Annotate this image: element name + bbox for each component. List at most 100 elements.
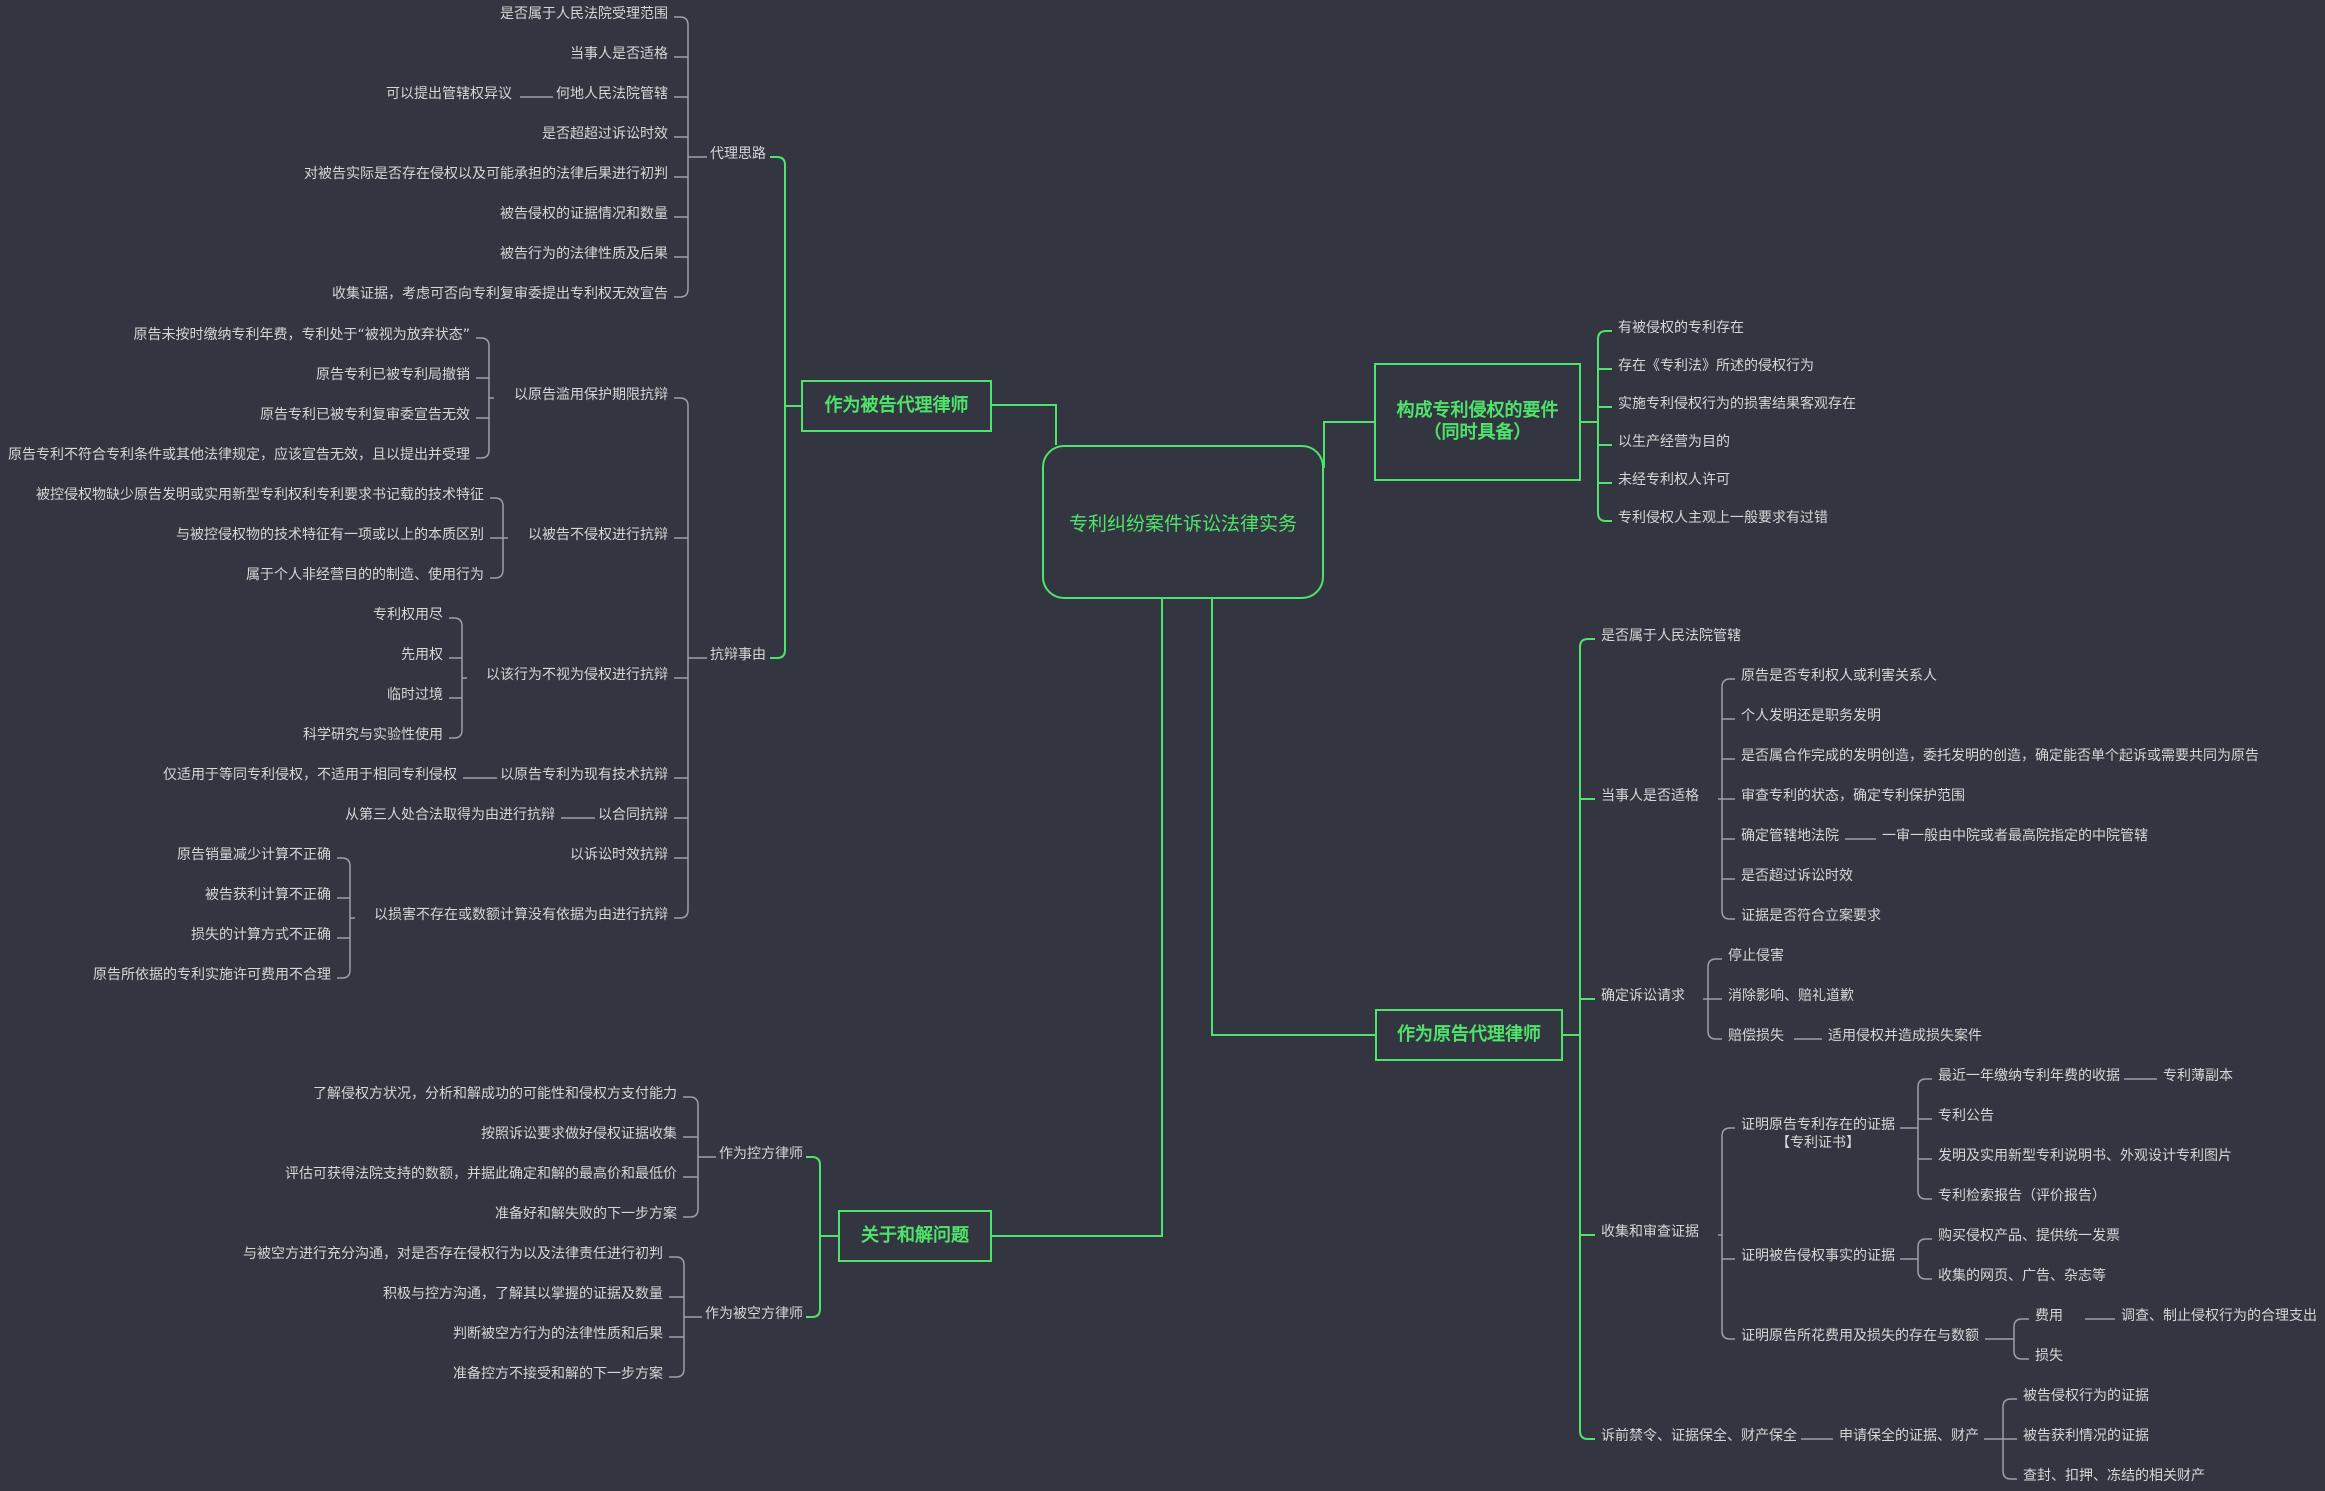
topic-agent-ideas[interactable]: 代理思路 [707,145,769,163]
topic-court[interactable]: 是否属于人民法院管辖 [1598,627,1744,645]
abuse-item[interactable]: 原告专利不符合专利条件或其他法律规定，应该宣告无效，且以提出并受理 [5,446,473,464]
party-item[interactable]: 原告是否专利权人或利害关系人 [1738,667,1940,685]
connector [674,397,689,407]
accuser-item[interactable]: 准备好和解失败的下一步方案 [492,1205,680,1223]
connector [1917,1238,1932,1248]
agent-idea-item[interactable]: 当事人是否适格 [567,45,671,63]
connector [683,1096,699,1106]
not-deemed-item[interactable]: 科学研究与实验性使用 [300,726,446,744]
connector [674,909,689,919]
accuser-item[interactable]: 按照诉讼要求做好侵权证据收集 [478,1125,680,1143]
accuser-item[interactable]: 评估可获得法院支持的数额，并据此确定和解的最高价和最低价 [282,1165,680,1183]
party-item[interactable]: 审查专利的状态，确定专利保护范围 [1738,787,1968,805]
topic-no-infringe[interactable]: 以被告不侵权进行抗辩 [525,526,671,544]
connector [2002,1470,2017,1480]
accused-item[interactable]: 积极与控方沟通，了解其以掌握的证据及数量 [380,1285,666,1303]
element-item[interactable]: 存在《专利法》所述的侵权行为 [1615,357,1817,375]
damages-item[interactable]: 原告销量减少计算不正确 [174,846,334,864]
party-item[interactable]: 是否属合作完成的发明创造，委托发明的创造，确定能否单个起诉或需要共同为原告 [1738,747,2262,765]
topic-defense-reasons[interactable]: 抗辩事由 [707,646,769,664]
no-infringe-item[interactable]: 被控侵权物缺少原告发明或实用新型专利权利专利要求书记载的技术特征 [33,486,487,504]
not-deemed-item[interactable]: 先用权 [398,646,446,664]
accused-item[interactable]: 与被空方进行充分沟通，对是否存在侵权行为以及法律责任进行初判 [240,1245,666,1263]
accuser-item[interactable]: 了解侵权方状况，分析和解成功的可能性和侵权方支付能力 [310,1085,680,1103]
party-court-sub[interactable]: 一审一般由中院或者最高院指定的中院管辖 [1879,827,2151,845]
claim-item[interactable]: 赔偿损失 [1725,1027,1787,1045]
evidence-cost[interactable]: 证明原告所花费用及损失的存在与数额 [1738,1327,1982,1345]
topic-not-deemed[interactable]: 以该行为不视为侵权进行抗辩 [483,666,671,684]
damages-item[interactable]: 原告所依据的专利实施许可费用不合理 [90,966,334,984]
topic-accused[interactable]: 作为被空方律师 [702,1305,806,1323]
party-item[interactable]: 证据是否符合立案要求 [1738,907,1884,925]
connector [490,497,504,507]
topic-accuser[interactable]: 作为控方律师 [716,1145,806,1163]
injunction-item[interactable]: 查封、扣押、冻结的相关财产 [2020,1467,2208,1485]
party-item[interactable]: 是否超过诉讼时效 [1738,867,1856,885]
abuse-item[interactable]: 原告未按时缴纳专利年费，专利处于“被视为放弃状态” [130,326,473,344]
agent-idea-item[interactable]: 是否属于人民法院受理范围 [497,5,671,23]
topic-claims[interactable]: 确定诉讼请求 [1598,987,1688,1005]
patent-receipt-sub[interactable]: 专利薄副本 [2160,1067,2236,1085]
accused-item[interactable]: 准备控方不接受和解的下一步方案 [450,1365,666,1383]
evidence-patent[interactable]: 证明原告专利存在的证据 【专利证书】 [1738,1116,1898,1152]
cost-item[interactable]: 费用 [2032,1307,2066,1325]
injunction-item[interactable]: 被告侵权行为的证据 [2020,1387,2152,1405]
no-infringe-item[interactable]: 属于个人非经营目的的制造、使用行为 [243,566,487,584]
element-item[interactable]: 实施专利侵权行为的损害结果客观存在 [1615,395,1859,413]
infringe-item[interactable]: 收集的网页、广告、杂志等 [1935,1267,2109,1285]
injunction-item[interactable]: 被告获利情况的证据 [2020,1427,2152,1445]
party-item[interactable]: 个人发明还是职务发明 [1738,707,1884,725]
patent-item[interactable]: 最近一年缴纳专利年费的收据 [1935,1067,2123,1085]
agent-idea-item[interactable]: 是否超超过诉讼时效 [539,125,671,143]
patent-item[interactable]: 专利公告 [1935,1107,1997,1125]
accused-item[interactable]: 判断被空方行为的法律性质和后果 [450,1325,666,1343]
agent-idea-item[interactable]: 何地人民法院管辖 [553,85,671,103]
agent-idea-sub[interactable]: 可以提出管辖权异议 [383,85,515,103]
topic-prior-art[interactable]: 以原告专利为现有技术抗辩 [497,766,671,784]
prior-art-sub[interactable]: 仅适用于等同专利侵权，不适用于相同专利侵权 [160,766,460,784]
branch-plaintiff[interactable]: 作为原告代理律师 [1375,1009,1563,1061]
claim-item[interactable]: 停止侵害 [1725,947,1787,965]
element-item[interactable]: 有被侵权的专利存在 [1615,319,1747,337]
root-topic[interactable]: 专利纠纷案件诉讼法律实务 [1042,445,1324,599]
patent-item[interactable]: 专利检索报告（评价报告） [1935,1187,2109,1205]
claim-item[interactable]: 消除影响、赔礼道歉 [1725,987,1857,1005]
connector [1721,910,1735,920]
claim-comp-sub[interactable]: 适用侵权并造成损失案件 [1825,1027,1985,1045]
topic-legal-source[interactable]: 以合同抗辩 [595,806,671,824]
element-item[interactable]: 以生产经营为目的 [1615,433,1733,451]
damages-item[interactable]: 损失的计算方式不正确 [188,926,334,944]
branch-defense[interactable]: 作为被告代理律师 [801,380,992,432]
connector [449,617,463,627]
abuse-item[interactable]: 原告专利已被专利复审委宣告无效 [257,406,473,424]
topic-evidence[interactable]: 收集和审查证据 [1598,1223,1702,1241]
patent-item[interactable]: 发明及实用新型专利说明书、外观设计专利图片 [1935,1147,2235,1165]
element-item[interactable]: 未经专利权人许可 [1615,471,1733,489]
not-deemed-item[interactable]: 临时过境 [384,686,446,704]
topic-injunction[interactable]: 诉前禁令、证据保全、财产保全 [1598,1427,1800,1445]
agent-idea-item[interactable]: 被告侵权的证据情况和数量 [497,205,671,223]
connector [1579,638,1595,648]
agent-idea-item[interactable]: 对被告实际是否存在侵权以及可能承担的法律后果进行初判 [301,165,671,183]
topic-damages[interactable]: 以损害不存在或数额计算没有依据为由进行抗辩 [371,906,671,924]
branch-settlement[interactable]: 关于和解问题 [838,1210,992,1262]
party-item[interactable]: 确定管辖地法院 [1738,827,1842,845]
element-item[interactable]: 专利侵权人主观上一般要求有过错 [1615,509,1831,527]
cost-fee-sub[interactable]: 调查、制止侵权行为的合理支出 [2118,1307,2320,1325]
damages-item[interactable]: 被告获利计算不正确 [202,886,334,904]
cost-item[interactable]: 损失 [2032,1347,2066,1365]
infringe-item[interactable]: 购买侵权产品、提供统一发票 [1935,1227,2123,1245]
agent-idea-item[interactable]: 被告行为的法律性质及后果 [497,245,671,263]
legal-source-sub[interactable]: 从第三人处合法取得为由进行抗辩 [342,806,558,824]
injunction-sub[interactable]: 申请保全的证据、财产 [1836,1427,1982,1445]
abuse-item[interactable]: 原告专利已被专利局撤销 [313,366,473,384]
evidence-infringe[interactable]: 证明被告侵权事实的证据 [1738,1247,1898,1265]
topic-abuse[interactable]: 以原告滥用保护期限抗辩 [511,386,671,404]
topic-party[interactable]: 当事人是否适格 [1598,787,1702,805]
not-deemed-item[interactable]: 专利权用尽 [370,606,446,624]
no-infringe-item[interactable]: 与被控侵权物的技术特征有一项或以上的本质区别 [173,526,487,544]
topic-limitation[interactable]: 以诉讼时效抗辩 [567,846,671,864]
branch-elements[interactable]: 构成专利侵权的要件 （同时具备） [1374,363,1581,481]
agent-idea-item[interactable]: 收集证据，考虑可否向专利复审委提出专利权无效宣告 [329,285,671,303]
